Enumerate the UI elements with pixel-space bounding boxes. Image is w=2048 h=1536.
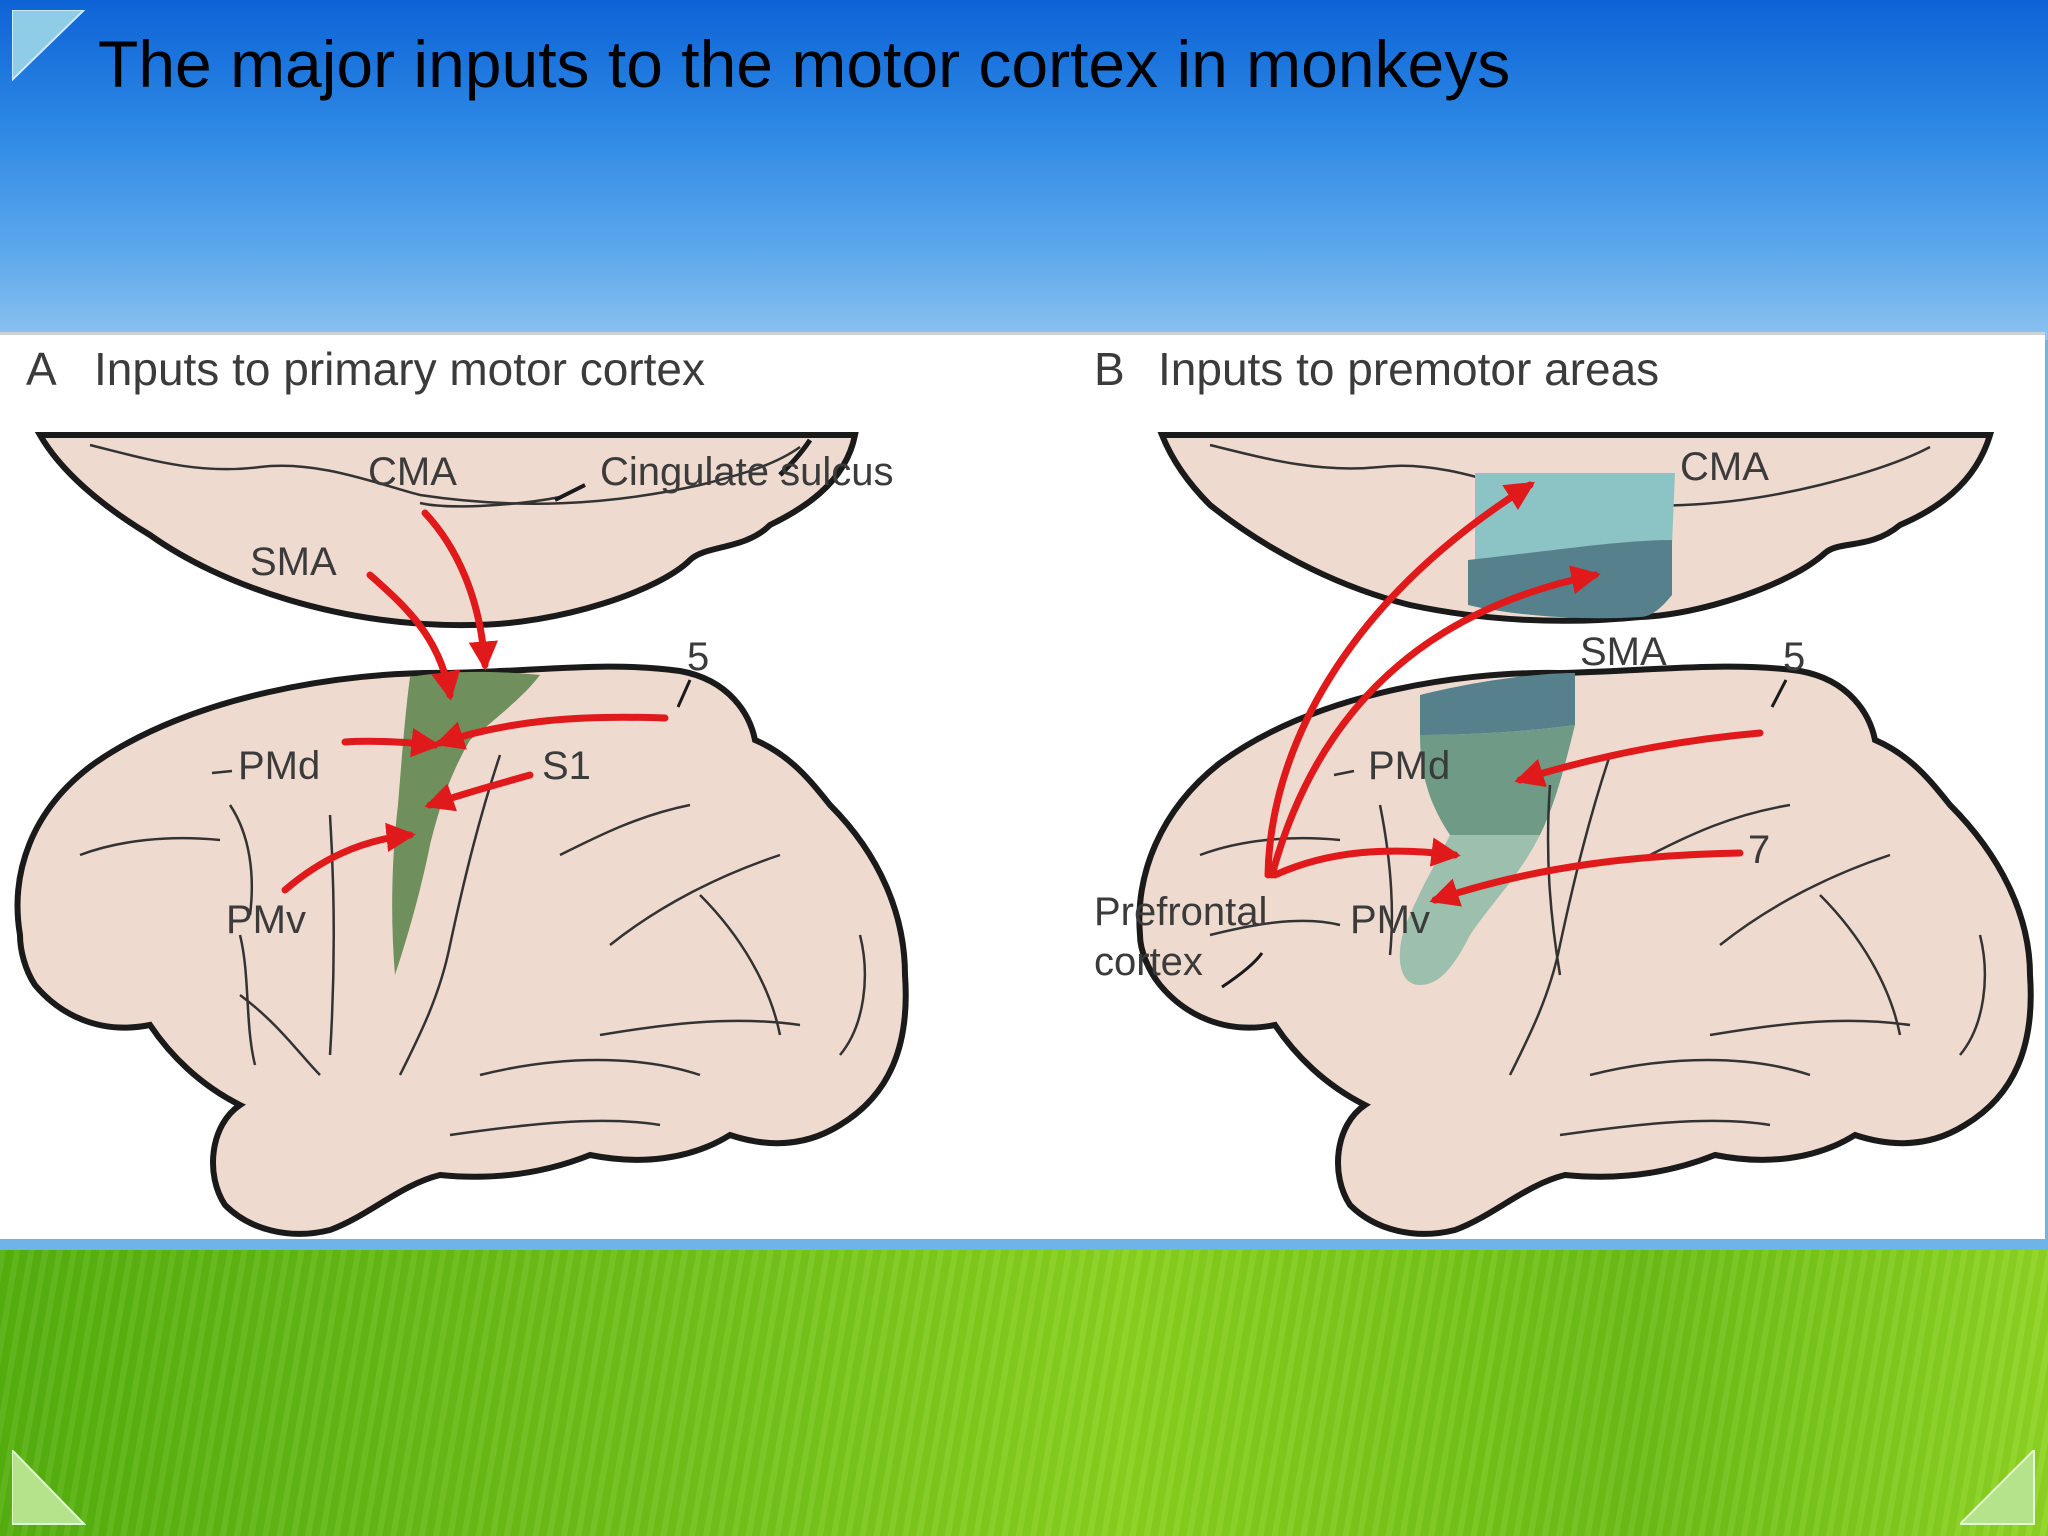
panel-b-label-area7: 7 (1748, 828, 1770, 872)
panel-a-input-arrows (281, 509, 669, 894)
panel-a-label-s1: S1 (542, 744, 591, 788)
panel-b-label-pmv: PMv (1350, 898, 1430, 942)
bottom-right-corner-triangle (1960, 1450, 2035, 1525)
panel-b-pmv-area (1399, 835, 1540, 985)
panel-b-heading: Inputs to premotor areas (1158, 343, 1659, 395)
arrow-s1-to-m1 (424, 771, 534, 812)
panel-b-label-cortex: cortex (1094, 940, 1203, 984)
panel-a-label-cma: CMA (368, 450, 457, 494)
panel-a-label-sma: SMA (250, 540, 337, 584)
panel-a: A Inputs to primary motor cortex (14, 343, 909, 1237)
panel-a-letter: A (26, 343, 57, 395)
brain-diagram: A Inputs to primary motor cortex (14, 343, 2034, 1237)
panel-a-heading: Inputs to primary motor cortex (94, 343, 705, 395)
arrow-prefrontal-to-cma (1264, 481, 1535, 879)
figure-panel: A Inputs to primary motor cortex (0, 332, 2045, 1239)
arrow-area5-to-pmd (1514, 729, 1764, 788)
panel-b-label-sma: SMA (1580, 630, 1667, 674)
panel-a-label-pmd: PMd (238, 744, 320, 788)
arrow-pmv-to-m1 (281, 822, 416, 894)
panel-b-label-pmd: PMd (1368, 744, 1450, 788)
panel-b-letter: B (1094, 343, 1125, 395)
panel-b-label-cma: CMA (1680, 445, 1769, 489)
sky-background (0, 0, 2048, 340)
top-left-corner-triangle (12, 10, 86, 82)
arrow-area7-to-pmv (1429, 849, 1744, 907)
arrow-area5-to-m1 (434, 713, 669, 750)
bottom-left-corner-triangle (12, 1450, 86, 1525)
panel-b-lateral-hemisphere (1136, 663, 2034, 1237)
panel-a-medial-hemisphere (34, 432, 859, 629)
arrow-cma-to-m1 (421, 509, 498, 671)
panel-b-sma-lateral-area (1420, 673, 1575, 735)
panel-b-label-area5: 5 (1783, 635, 1805, 679)
panel-b: B Inputs to premotor areas (1094, 343, 2034, 1237)
grass-background (0, 1250, 2048, 1536)
arrow-pmd-to-m1 (341, 728, 441, 758)
slide-title: The major inputs to the motor cortex in … (98, 27, 1511, 101)
panel-b-pmd-area (1420, 725, 1575, 835)
arrow-prefrontal-to-pmv (1271, 837, 1461, 879)
panel-b-input-arrows (1264, 481, 1764, 907)
arrow-prefrontal-to-sma (1268, 565, 1601, 879)
panel-a-label-pmv: PMv (226, 898, 306, 942)
panel-a-label-area5: 5 (687, 635, 709, 679)
arrow-sma-to-m1 (366, 571, 461, 701)
panel-a-label-cingulate-sulcus: Cingulate sulcus (600, 450, 894, 494)
panel-b-label-prefrontal: Prefrontal (1094, 890, 1267, 934)
